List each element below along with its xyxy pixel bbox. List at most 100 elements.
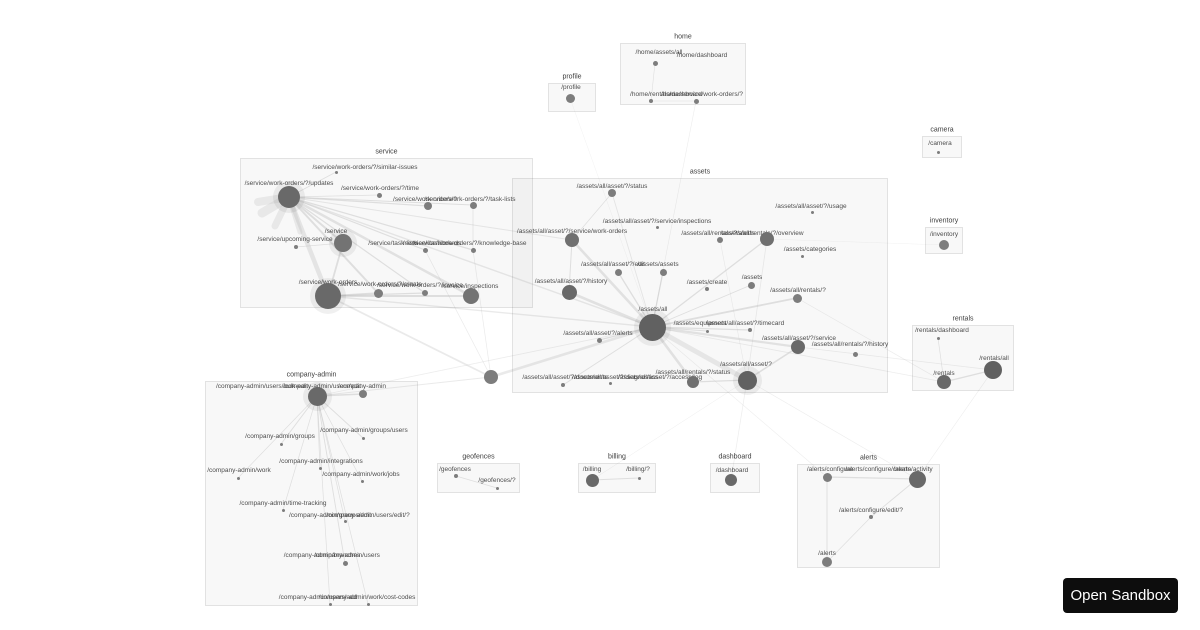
graph-node[interactable] bbox=[469, 201, 477, 209]
route-label: /assets/all/rentals/? bbox=[770, 286, 826, 294]
graph-node[interactable] bbox=[608, 381, 612, 385]
graph-node[interactable] bbox=[328, 602, 332, 606]
route-label: /service/upcoming-service bbox=[257, 235, 333, 243]
graph-node[interactable] bbox=[315, 283, 341, 309]
graph-node[interactable] bbox=[343, 519, 347, 523]
graph-node[interactable] bbox=[936, 150, 940, 154]
route-label: /service/work-orders/? bbox=[393, 195, 457, 203]
graph-node[interactable] bbox=[984, 361, 1002, 379]
graph-node[interactable] bbox=[294, 245, 298, 249]
graph-node[interactable] bbox=[939, 240, 949, 250]
graph-node[interactable] bbox=[652, 60, 658, 66]
graph-node[interactable] bbox=[565, 93, 575, 103]
route-label: /alerts/configure bbox=[806, 465, 854, 473]
graph-node[interactable] bbox=[800, 254, 804, 258]
graph-node[interactable] bbox=[748, 328, 752, 332]
graph-node[interactable] bbox=[822, 557, 832, 567]
graph-node[interactable] bbox=[495, 486, 499, 490]
graph-node[interactable] bbox=[717, 237, 723, 243]
graph-edge bbox=[288, 196, 573, 241]
graph-node[interactable] bbox=[908, 470, 926, 488]
graph-node[interactable] bbox=[565, 233, 579, 247]
graph-node[interactable] bbox=[279, 442, 283, 446]
graph-node[interactable] bbox=[659, 268, 667, 276]
graph-edge bbox=[651, 284, 752, 328]
route-label: /billing bbox=[582, 465, 602, 473]
graph-node[interactable] bbox=[693, 98, 699, 104]
graph-node[interactable] bbox=[810, 210, 814, 214]
graph-edge bbox=[567, 290, 654, 329]
graph-node[interactable] bbox=[463, 288, 479, 304]
graph-node[interactable] bbox=[637, 476, 641, 480]
graph-edge bbox=[746, 379, 918, 480]
route-label: /assets/all/asset/?/access/log bbox=[617, 373, 703, 381]
graph-node[interactable] bbox=[376, 192, 382, 198]
graph-node[interactable] bbox=[454, 474, 458, 478]
graph-node[interactable] bbox=[561, 383, 565, 387]
graph-edge bbox=[286, 194, 331, 299]
graph-node[interactable] bbox=[366, 602, 370, 606]
cluster-box-camera bbox=[922, 136, 962, 158]
cluster-box-rentals bbox=[912, 325, 1014, 391]
graph-node[interactable] bbox=[334, 234, 352, 252]
graph-node[interactable] bbox=[614, 268, 622, 276]
route-label: /company-admin/integrations bbox=[279, 457, 363, 465]
graph-node[interactable] bbox=[936, 336, 940, 340]
graph-node[interactable] bbox=[373, 288, 383, 298]
route-label: /rentals bbox=[933, 369, 955, 377]
graph-node[interactable] bbox=[638, 313, 666, 341]
route-label: /service bbox=[324, 227, 348, 235]
graph-node[interactable] bbox=[596, 337, 602, 343]
route-label: /service/work-orders/?/time bbox=[340, 184, 420, 192]
graph-node[interactable] bbox=[737, 370, 757, 390]
cluster-title-dashboard: dashboard bbox=[718, 453, 752, 461]
route-label: /assets/all/asset/? bbox=[720, 360, 772, 368]
graph-node[interactable] bbox=[359, 390, 367, 398]
graph-node[interactable] bbox=[937, 375, 951, 389]
route-label: /company-admin/users bbox=[314, 551, 380, 559]
graph-node[interactable] bbox=[705, 329, 709, 333]
graph-edge bbox=[826, 516, 872, 563]
graph-node[interactable] bbox=[307, 386, 327, 406]
graph-edge bbox=[796, 297, 945, 383]
graph-node[interactable] bbox=[236, 476, 240, 480]
graph-node[interactable] bbox=[278, 186, 300, 208]
graph-node[interactable] bbox=[561, 284, 577, 300]
graph-node[interactable] bbox=[687, 376, 699, 388]
route-label: /company-admin/users/edit bbox=[282, 382, 362, 390]
graph-node[interactable] bbox=[424, 202, 432, 210]
graph-node[interactable] bbox=[608, 189, 616, 197]
graph-node[interactable] bbox=[342, 560, 348, 566]
route-label: /inventory bbox=[929, 230, 959, 238]
graph-node[interactable] bbox=[792, 293, 802, 303]
graph-node[interactable] bbox=[649, 99, 653, 103]
graph-node[interactable] bbox=[470, 247, 476, 253]
graph-node[interactable] bbox=[361, 436, 365, 440]
graph-node[interactable] bbox=[791, 340, 805, 354]
route-label: /assets/all/asset/?/usage bbox=[775, 202, 847, 210]
open-sandbox-button[interactable]: Open Sandbox bbox=[1063, 578, 1178, 613]
graph-node[interactable] bbox=[318, 466, 322, 470]
graph-node[interactable] bbox=[655, 225, 659, 229]
graph-node[interactable] bbox=[822, 472, 832, 482]
graph-node[interactable] bbox=[760, 232, 774, 246]
graph-node[interactable] bbox=[705, 287, 709, 291]
graph-node[interactable] bbox=[360, 479, 364, 483]
route-label: /service/work-orders/?/knowledge-base bbox=[413, 239, 527, 247]
graph-node[interactable] bbox=[281, 508, 285, 512]
graph-node[interactable] bbox=[484, 370, 498, 384]
route-label: /service/work-orders/?/similar-issues bbox=[312, 163, 418, 171]
graph-edge bbox=[916, 369, 994, 480]
route-label: /assets/all bbox=[638, 305, 668, 313]
graph-node[interactable] bbox=[422, 247, 428, 253]
graph-node[interactable] bbox=[334, 170, 338, 174]
graph-node[interactable] bbox=[422, 290, 428, 296]
graph-node[interactable] bbox=[852, 351, 858, 357]
graph-node[interactable] bbox=[747, 281, 755, 289]
route-label: /assets/create bbox=[686, 278, 728, 286]
graph-node[interactable] bbox=[585, 473, 599, 487]
graph-node[interactable] bbox=[869, 515, 873, 519]
graph-node[interactable] bbox=[725, 474, 737, 486]
